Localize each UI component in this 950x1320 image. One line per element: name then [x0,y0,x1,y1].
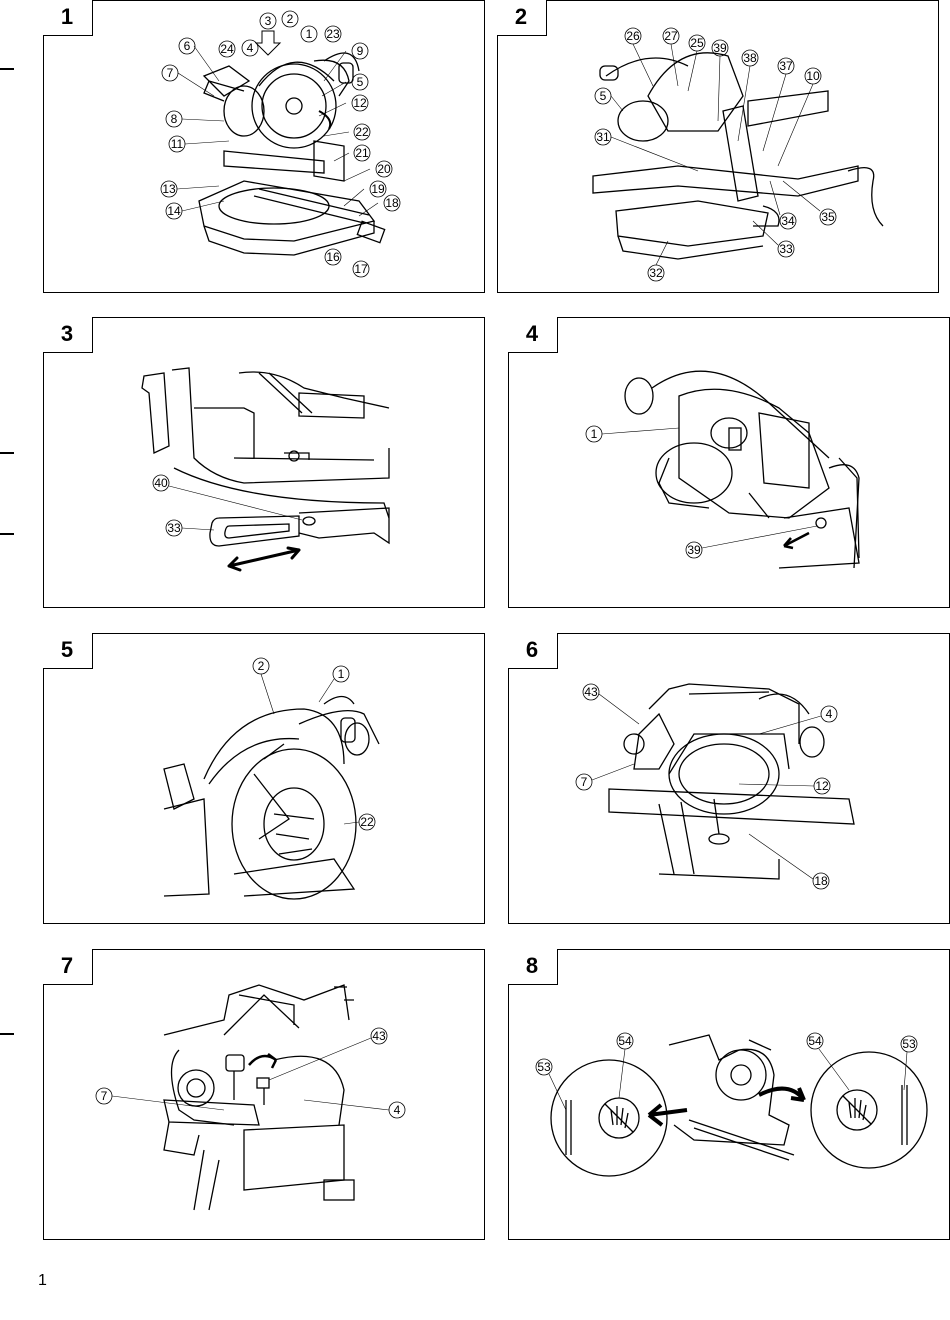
callout-4: 4 [247,41,254,55]
figure-5-panel: 5 2 1 22 [42,632,485,924]
margin-tick [0,533,14,535]
figure-5-number: 5 [42,632,93,669]
figure-8-number: 8 [507,948,558,985]
figure-1-number: 1 [42,0,93,36]
callout-54: 54 [808,1034,822,1048]
figure-5-callouts: 2 1 22 [252,657,376,831]
figure-8-panel: 8 53 [507,948,950,1240]
callout-33: 33 [167,521,181,535]
callout-11: 11 [171,137,184,151]
miter-saw-overview-illustration: 3 2 1 23 9 5 12 22 21 20 19 18 17 16 6 2… [160,10,401,278]
callout-4: 4 [394,1103,401,1117]
callout-16: 16 [326,250,340,264]
lock-pin-illustration: 1 39 [585,370,860,569]
callout-5: 5 [600,89,607,103]
callout-25: 25 [690,36,704,50]
callout-12: 12 [815,779,829,793]
callout-6: 6 [184,39,191,53]
guard-adjustment-illustration: 43 7 4 [95,984,406,1211]
figure-4-number: 4 [507,316,558,353]
callout-38: 38 [743,51,757,65]
margin-tick [0,68,14,70]
figure-8-callouts: 53 54 54 53 [535,1032,918,1111]
callout-7: 7 [167,66,174,80]
callout-14: 14 [167,204,181,218]
callout-39: 39 [713,41,727,55]
callout-23: 23 [326,27,340,41]
callout-5: 5 [357,75,364,89]
callout-2: 2 [287,12,294,26]
margin-tick [0,452,14,454]
callout-26: 26 [626,29,640,43]
figure-3-callouts: 40 33 [152,474,303,537]
callout-18: 18 [814,874,828,888]
figure-7-panel: 7 43 [42,948,485,1240]
callout-10: 10 [806,69,820,83]
miter-saw-rear-illustration: 26 27 25 39 38 37 10 5 31 34 35 33 32 [592,27,884,282]
callout-35: 35 [821,210,835,224]
callout-31: 31 [596,130,610,144]
callout-37: 37 [779,59,793,73]
figure-6-number: 6 [507,632,558,669]
callout-17: 17 [354,262,368,276]
figure-6-panel: 6 43 [507,632,950,924]
slide-lock-illustration: 40 33 [141,367,390,572]
callout-1: 1 [306,27,313,41]
callout-1: 1 [591,427,598,441]
callout-7: 7 [581,775,588,789]
callout-39: 39 [687,543,701,557]
figure-3-panel: 3 40 33 [42,316,485,608]
figure-1-callouts: 3 2 1 23 9 5 12 22 21 20 19 18 17 16 6 2… [160,10,401,278]
figure-2-number: 2 [496,0,547,36]
figure-7-callouts: 43 7 4 [95,1027,406,1119]
callout-43: 43 [372,1029,386,1043]
callout-32: 32 [649,266,663,280]
callout-21: 21 [355,146,369,160]
blade-guard-illustration: 2 1 22 [163,657,380,900]
callout-13: 13 [162,182,176,196]
callout-24: 24 [220,42,234,56]
side-view-illustration: 43 4 7 12 18 [575,683,855,890]
callout-12: 12 [353,96,367,110]
figure-2-panel: 2 [496,0,939,293]
figure-4-callouts: 1 39 [585,425,818,559]
callout-20: 20 [377,162,391,176]
callout-43: 43 [584,685,598,699]
figure-2-callouts: 26 27 25 39 38 37 10 5 31 34 35 33 32 [594,27,837,282]
margin-tick [0,1033,14,1035]
callout-22: 22 [360,815,374,829]
callout-7: 7 [101,1089,108,1103]
callout-40: 40 [154,476,168,490]
callout-27: 27 [664,29,678,43]
figure-7-number: 7 [42,948,93,985]
callout-9: 9 [357,44,364,58]
callout-53: 53 [902,1037,916,1051]
callout-3: 3 [265,14,272,28]
figure-1-panel: 1 [42,0,485,293]
callout-53: 53 [537,1060,551,1074]
callout-1: 1 [338,667,345,681]
figure-3-number: 3 [42,316,93,353]
callout-54: 54 [618,1034,632,1048]
hand-danger-zone-illustration: 53 54 54 53 [535,1032,928,1177]
callout-18: 18 [385,196,399,210]
callout-4: 4 [826,707,833,721]
callout-2: 2 [258,659,265,673]
figure-6-callouts: 43 4 7 12 18 [575,683,838,890]
callout-22: 22 [355,125,369,139]
page-number: 1 [38,1272,47,1289]
figure-4-panel: 4 1 39 [507,316,950,608]
callout-19: 19 [371,182,385,196]
callout-8: 8 [171,112,178,126]
callout-33: 33 [779,242,793,256]
callout-34: 34 [781,214,795,228]
